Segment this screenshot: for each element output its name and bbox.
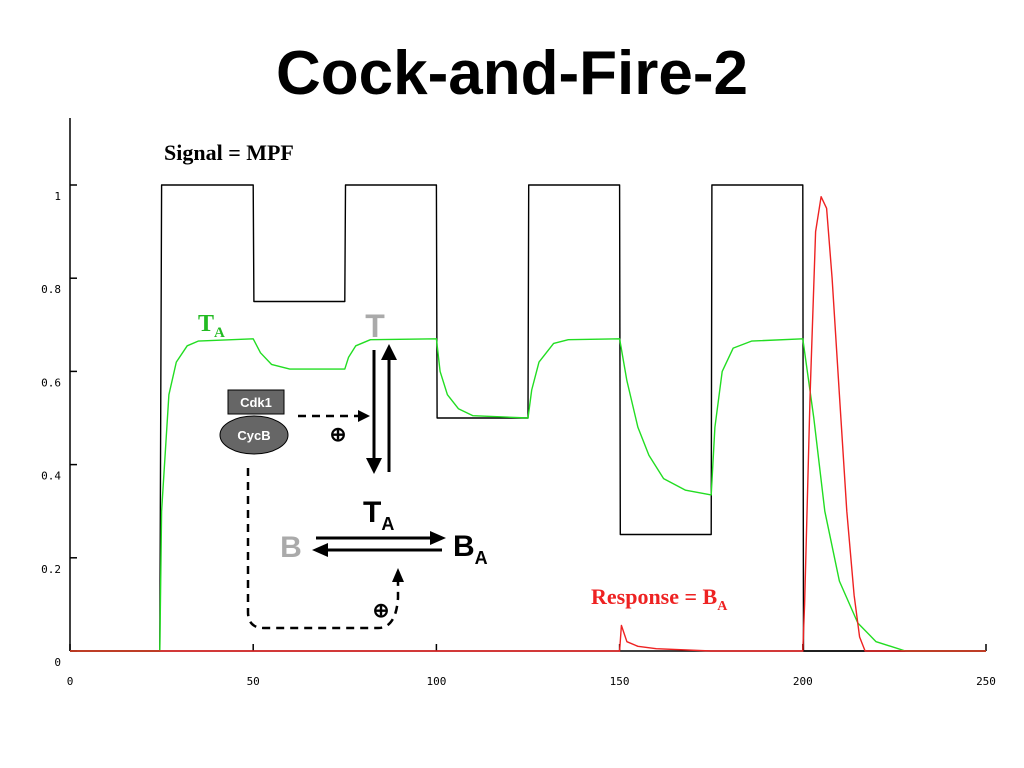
response-label-main: Response = B (591, 584, 718, 609)
y-tick-label: 0.8 (41, 283, 61, 296)
y-tick-label: 0.6 (41, 376, 61, 389)
ta-label-main: T (363, 496, 381, 529)
response-label-sub: A (717, 599, 728, 614)
activation-arrow-1-head (358, 410, 370, 422)
b-forward-arrow-head (430, 531, 446, 545)
x-tick-label: 100 (426, 675, 446, 688)
t-up-arrow-head (381, 344, 397, 360)
x-tick-label: 0 (67, 675, 74, 688)
ba-label-sub: A (475, 548, 488, 568)
cdk1-label: Cdk1 (240, 395, 272, 410)
ta-series-label-main: T (198, 311, 214, 337)
y-axis-ticks: 0 0.2 0.4 0.6 0.8 1 (41, 184, 77, 669)
y-tick-label: 0.4 (41, 470, 61, 483)
ta-series-label: TA (198, 311, 225, 341)
ba-label-main: B (453, 530, 475, 563)
x-tick-label: 250 (976, 675, 996, 688)
signal-label: Signal = MPF (164, 140, 294, 165)
y-tick-label: 0 (54, 656, 61, 669)
x-tick-label: 50 (247, 675, 260, 688)
b-back-arrow-head (312, 543, 328, 557)
series-line-2 (70, 195, 986, 652)
cycb-label: CycB (237, 428, 270, 443)
activation-arrow-2 (246, 468, 400, 630)
series-layer (70, 184, 986, 652)
y-tick-label: 1 (54, 190, 61, 203)
cycb-ellipse (219, 415, 289, 455)
ta-series-label-sub: A (214, 325, 225, 341)
x-tick-label: 150 (610, 675, 630, 688)
b-label: B (280, 531, 302, 564)
ba-label: BA (453, 530, 488, 568)
plus-icon: ⊕ (330, 424, 347, 446)
t-label: T (365, 308, 385, 344)
cdk1-box (227, 389, 285, 415)
x-tick-label: 200 (793, 675, 813, 688)
plus-icon: ⊕ (373, 600, 390, 622)
y-tick-label: 0.2 (41, 563, 61, 576)
reaction-diagram: Cdk1 CycB ⊕ T TA B BA ⊕ (219, 308, 488, 630)
response-label: Response = BA (591, 584, 728, 614)
ta-label-sub: A (381, 514, 394, 534)
series-line-1 (70, 338, 986, 652)
series-line-0 (70, 184, 986, 652)
slide-title: Cock-and-Fire-2 (276, 39, 748, 108)
activation-arrow-2-head (392, 568, 404, 582)
t-down-arrow-head (366, 458, 382, 474)
ta-label: TA (363, 496, 394, 534)
